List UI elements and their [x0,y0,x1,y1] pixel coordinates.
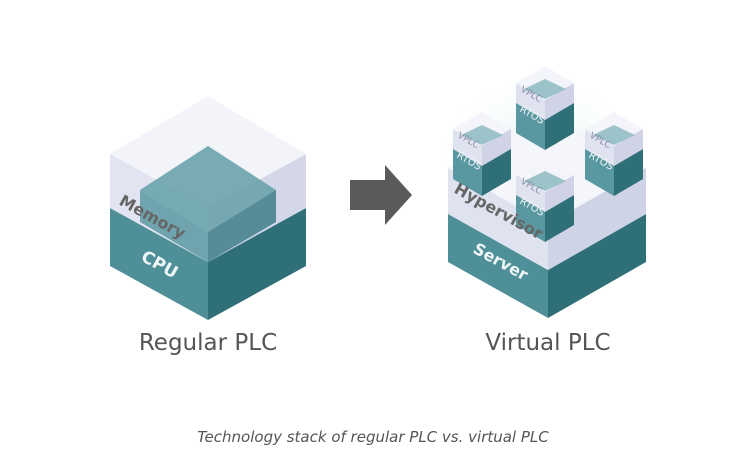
figure-caption: Technology stack of regular PLC vs. virt… [197,428,549,446]
vm-glass-right-face [614,129,643,166]
vm-inner-core [461,125,503,145]
vm-body-left-face [453,149,482,196]
hypervisor-block-left-face [448,168,548,270]
arrow-right-icon [350,165,412,225]
cpu-block-left-face [110,208,208,320]
cpu-core-top-face [140,146,276,232]
vm-body-right-face [545,103,574,150]
vm-glass-right-face [545,175,574,212]
vm-body-right-face [545,195,574,242]
server-block [448,214,646,318]
vm-glass-left-face [516,83,545,120]
cpu-core [140,146,276,262]
server-block-left-face [448,214,548,318]
cpu-block [110,208,306,320]
vm-glass-left-face [516,175,545,212]
vm-body-left-face [516,103,545,150]
hypervisor-block-right-face [548,168,646,270]
vm-inner-core [593,125,635,145]
vm-glass-left-face [453,129,482,166]
cpu-block-right-face [208,208,306,320]
vm-inner-core [524,79,566,99]
cpu-core-right-face [208,190,276,262]
regular-plc-stack: Memory CPU Regular PLC [110,96,306,356]
server-block-right-face [548,214,646,318]
vm-body-left-face [516,195,545,242]
virtual-plc-title: Virtual PLC [485,330,610,356]
vm-body-left-face [585,149,614,196]
vm-glass-left-face [585,129,614,166]
cpu-core-left-face [140,190,208,262]
vm-inner-core [524,171,566,191]
vm-glass-right-face [545,83,574,120]
vm-body-right-face [482,149,511,196]
vm-glass-right-face [482,129,511,166]
vm-body-right-face [614,149,643,196]
regular-plc-title: Regular PLC [139,330,277,356]
